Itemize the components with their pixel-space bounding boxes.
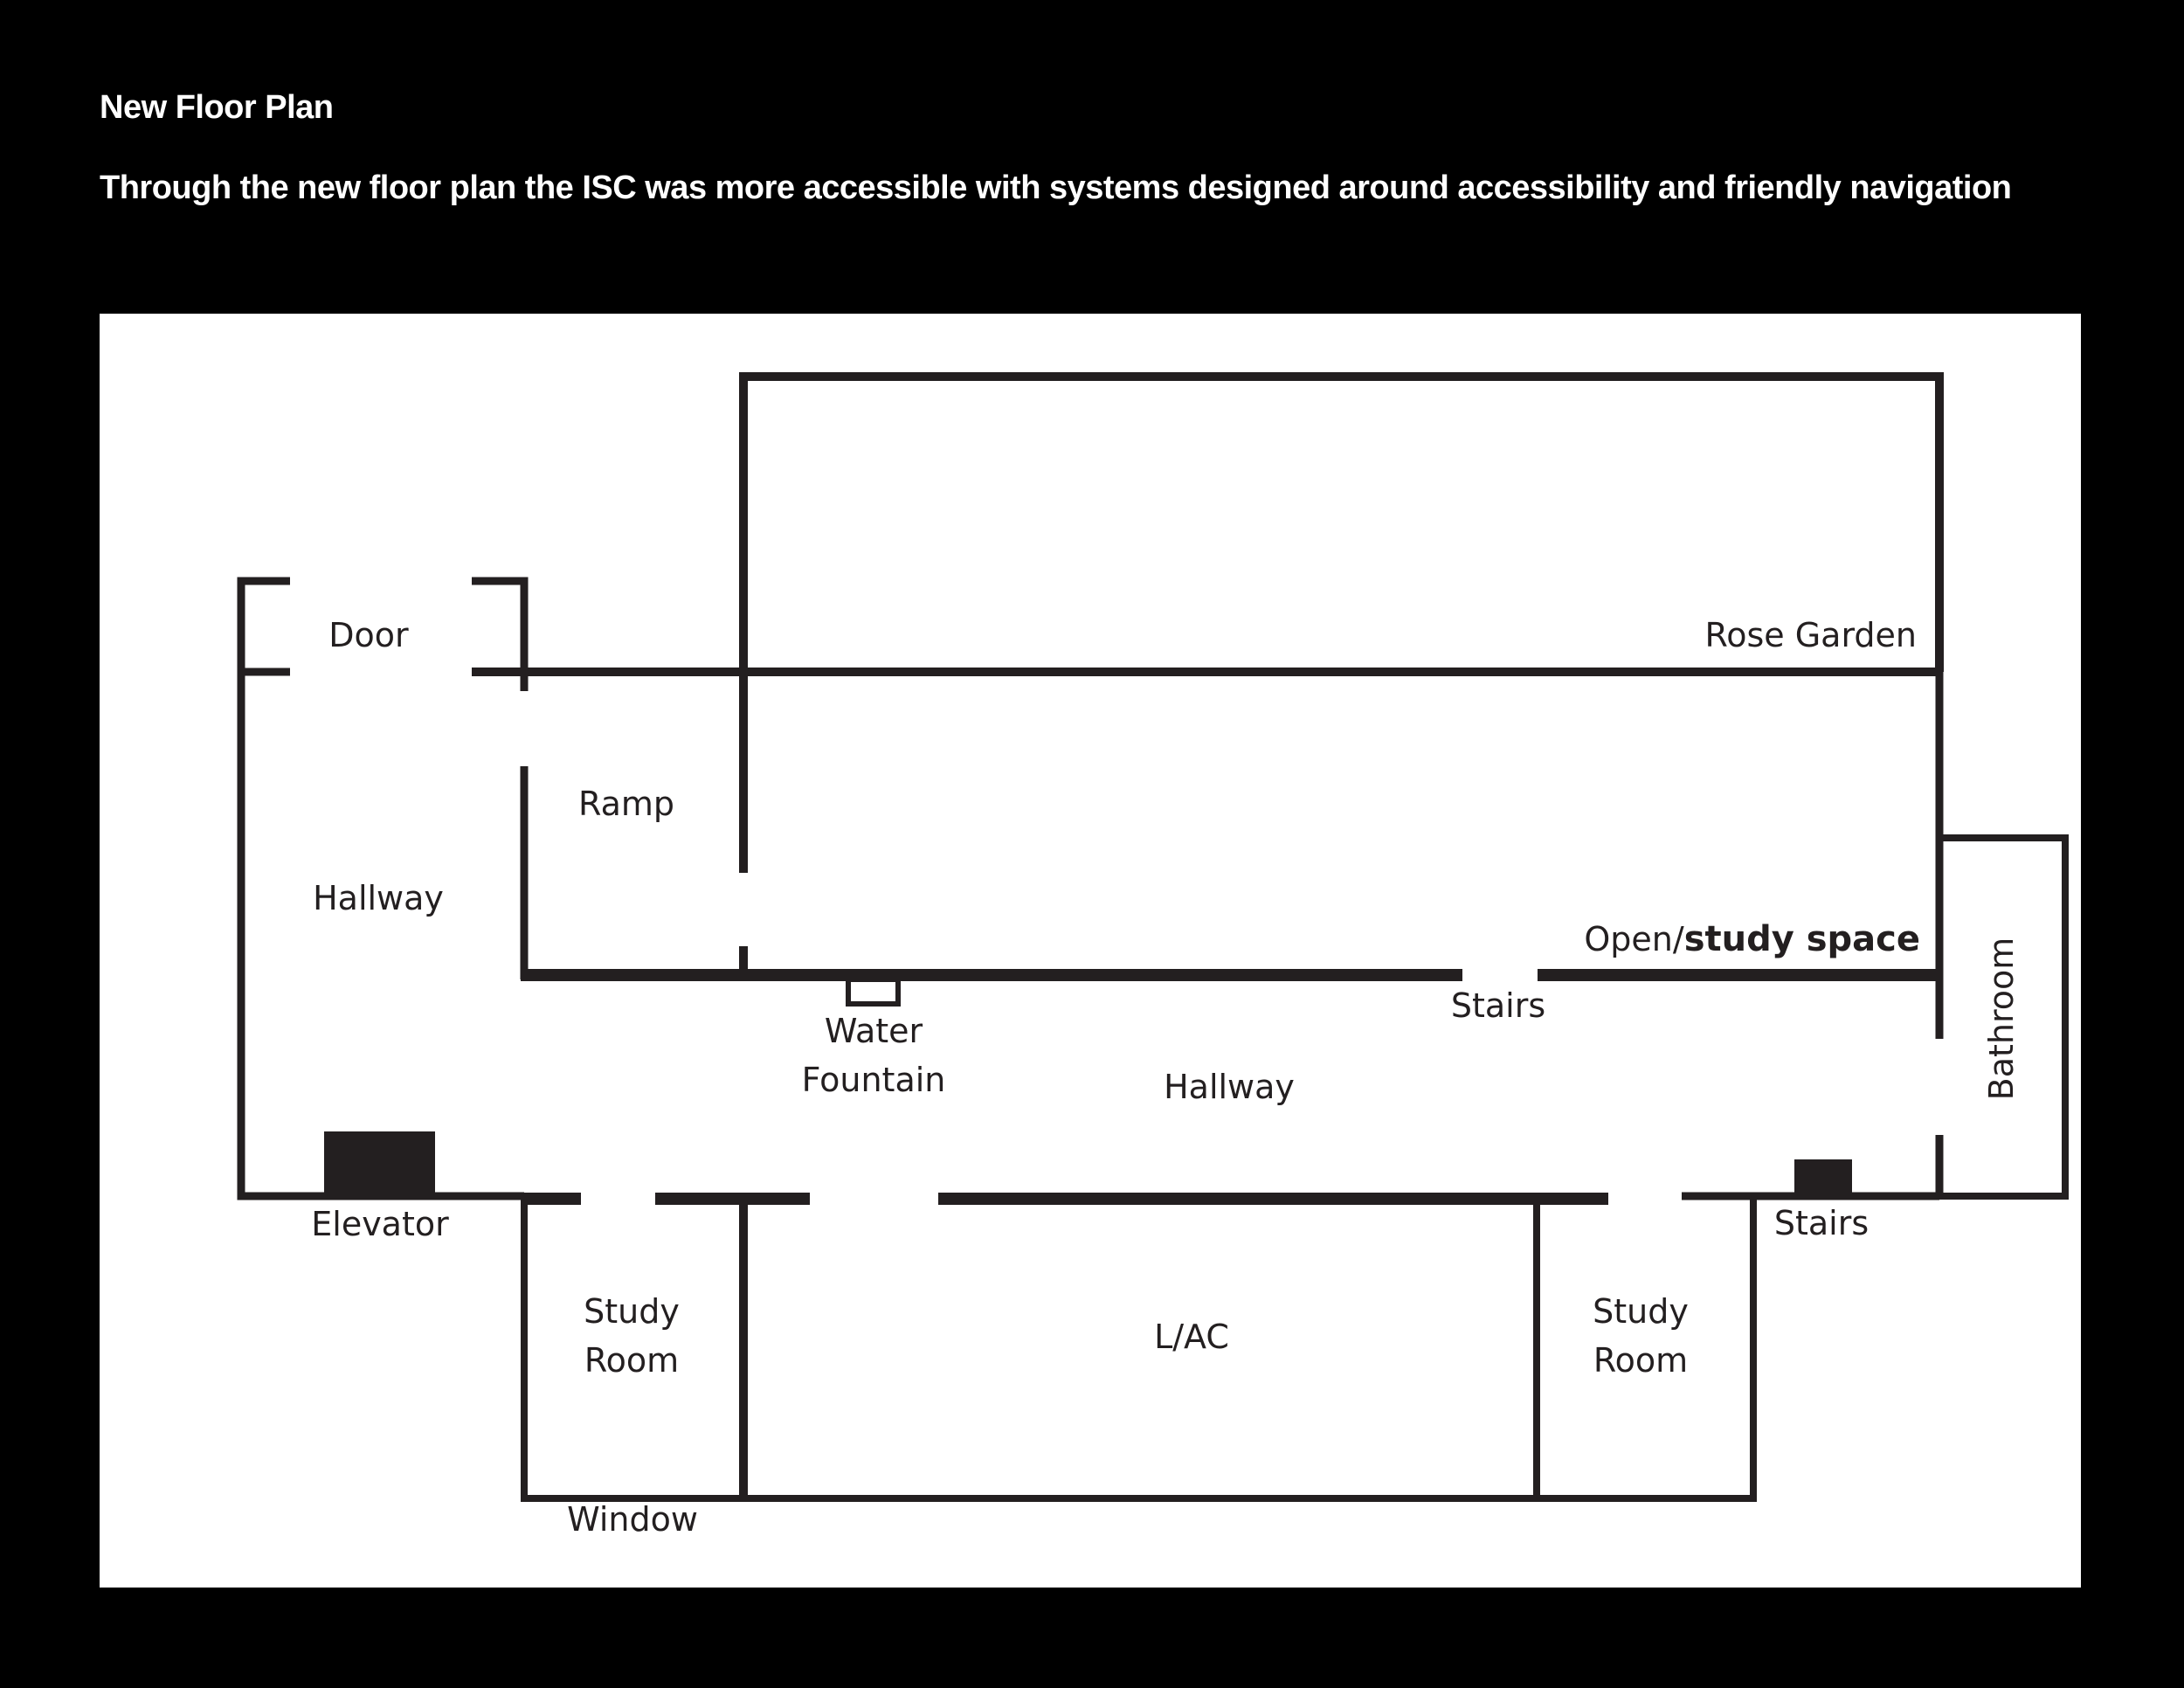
study-room-left-label-line1: Study [584, 1292, 680, 1331]
lower-rooms-outline [521, 1196, 1757, 1502]
water-fountain-label-line1: Water [825, 1012, 923, 1050]
stairs-upper-label: Stairs [1451, 986, 1545, 1025]
window-label: Window [567, 1500, 698, 1539]
floor-plan-panel: Door Rose Garden Ramp Hallway Open/study… [100, 314, 2081, 1588]
floor-plan: Door Rose Garden Ramp Hallway Open/study… [237, 372, 2069, 1539]
hallway-left-label: Hallway [313, 879, 444, 917]
elevator-label: Elevator [311, 1205, 449, 1243]
ramp-label: Ramp [578, 785, 674, 823]
door-label: Door [328, 616, 409, 654]
walls [237, 372, 2069, 1502]
water-fountain-symbol [846, 977, 901, 1007]
open-study-suffix: study space [1684, 919, 1920, 959]
door-frame-right [472, 577, 529, 691]
door-frame-left [237, 577, 290, 676]
left-outer-wall [237, 672, 524, 1200]
lac-label: L/AC [1154, 1318, 1229, 1356]
water-fountain-label-line2: Fountain [802, 1061, 946, 1099]
stairs-lower-label: Stairs [1774, 1204, 1869, 1242]
open-study-space-label: Open/study space [1584, 919, 1920, 959]
page-title: New Floor Plan [100, 89, 334, 126]
open-study-prefix: Open/ [1584, 920, 1683, 958]
study-room-right-label-line1: Study [1593, 1292, 1689, 1331]
rose-garden-label: Rose Garden [1705, 616, 1917, 654]
bathroom-label: Bathroom [1982, 937, 2021, 1101]
rose-garden-wall [739, 372, 1944, 873]
bathroom-wall [1939, 834, 2069, 1200]
stairs-symbol [1794, 1159, 1852, 1196]
elevator-symbol [324, 1131, 435, 1196]
page-subtitle: Through the new floor plan the ISC was m… [100, 169, 2012, 206]
study-room-right-label-line2: Room [1593, 1341, 1688, 1380]
hallway-center-label: Hallway [1164, 1068, 1295, 1106]
study-room-left-label-line2: Room [584, 1341, 679, 1380]
